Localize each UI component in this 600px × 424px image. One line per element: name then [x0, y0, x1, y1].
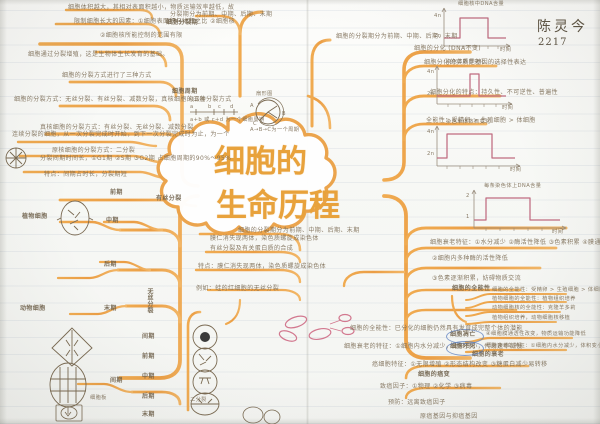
graph-dna-title: 细胞核中DNA含量: [458, 1, 504, 7]
page-edge-top: [0, 0, 600, 5]
text-amitosis-example: 例如：蛙的红细胞的无丝分裂: [196, 285, 280, 292]
segment-label-c: c: [218, 104, 222, 110]
graph-per-chromosome-ytick-2: 2: [466, 193, 470, 199]
label-interphase-col: 间期: [142, 333, 155, 340]
text-division-modes: 细胞的分裂方式：无丝分裂、有丝分裂、减数分裂，真核细胞的三种分裂方式: [14, 96, 232, 103]
segment-diagram-label: 线段图: [189, 97, 206, 103]
graph-dna-ytick-2n: 2n: [434, 33, 442, 39]
label-amitosis: 无丝分裂: [146, 288, 153, 314]
graph-chromatid-ytick-4n: 4n: [427, 129, 435, 135]
text-cancer-features: 癌细胞特征：①无限增殖 ②形态结构改变 ③糖蛋白减少易转移: [372, 361, 548, 368]
pie-diagram-label: 扇形图: [256, 91, 273, 97]
label-cell-cycle: 细胞周期: [172, 88, 198, 95]
text-cannot-grow-2: 限制细胞长大的因素：①细胞表面积与体积之比 ②细胞核: [74, 18, 236, 25]
pie-label-b: B: [282, 111, 286, 117]
highlight-necrosis: [446, 341, 484, 356]
text-division-phases: 细胞的分裂期分为前期、中期、后期、末期: [238, 227, 360, 234]
text-aging-features: 细胞衰老特征：①水分减少 ②酶活性降低 ③色素积累 ④膜通透性改变: [430, 239, 600, 246]
text-cancer-genes: 原癌基因与抑癌基因: [420, 413, 478, 420]
graph-chromatid-title: 染色单体数目变化: [446, 119, 491, 125]
label-telophase-col: 末期: [142, 411, 155, 418]
pie-label-a: A: [250, 103, 254, 109]
text-toti-3: 动物细胞核的全能性：克隆羊多莉: [492, 305, 576, 311]
graph-chromatid-xlabel: 时间: [510, 167, 522, 173]
text-division-period-note: 分裂期分为前期、中期、后期、末期: [170, 11, 273, 18]
label-mitosis: 有丝分裂: [156, 195, 182, 202]
segment-label-d: d: [230, 104, 234, 110]
author-number: 2217: [538, 37, 568, 48]
text-cell-cycle-def: 连续分裂的细胞，从一次分裂完成时开始，到下一次分裂完成时为止，为一个: [12, 131, 230, 138]
text-prokaryote-division: 原核细胞的分裂方式：二分裂: [52, 147, 136, 154]
text-toti-1: 细胞的全能性：受精卵 > 生殖细胞 > 体细胞: [492, 287, 600, 293]
text-division-modes-intro: 细胞的分裂方式进行了三种方式: [62, 72, 152, 79]
label-division-period: 细胞分裂期: [166, 19, 199, 26]
graph-chromatid-ytick-2n: 2n: [427, 151, 435, 157]
text-differentiation-essence: 细胞分化的实质是基因的选择性表达: [424, 59, 527, 66]
label-aging: 细胞的衰老: [472, 351, 505, 358]
graph-dna-xlabel: 时间: [500, 47, 512, 53]
text-aging-detail-1: ②细胞内多种酶的活性降低: [432, 255, 509, 262]
label-prophase-left: 前期: [110, 189, 123, 196]
text-proliferation: 细胞通过分裂增殖，这是生物体生长发育的基础。: [28, 51, 169, 58]
graph-per-chromosome-title: 每条染色体上DNA含量: [484, 183, 542, 189]
text-cancer-causes: 致癌因子：①物理 ②化学 ③病毒: [380, 383, 473, 390]
segment-label-a: a: [190, 104, 194, 110]
label-cell-plate: 细胞板: [90, 395, 107, 401]
label-anaphase-col: 后期: [142, 393, 155, 400]
text-prophase-note: 特点：膜仁消失现两体，染色质螺旋成染色体: [198, 263, 327, 270]
graph-per-chromosome-xlabel: 时间: [552, 229, 564, 235]
label-anaphase-left: 后期: [104, 261, 117, 268]
graph-dna-ytick-4n: 4n: [434, 13, 442, 19]
page-edge-right: [593, 0, 600, 424]
page-title: 细胞的 生命历程: [196, 128, 386, 238]
text-toti-4: 植物组织培养，动物细胞核移植: [492, 315, 571, 321]
text-interphase-note: 有丝分裂及有关蛋白质的合成: [210, 245, 294, 252]
label-interphase-left: 间期: [110, 377, 123, 384]
segment-diagram-caption: a+b 或 c+d 为一个细胞周期: [190, 117, 265, 123]
page-edge-bottom: [0, 418, 600, 424]
text-interphase-long: 分裂间期时间长，①G1期 ②S期 ③G2期 占细胞周期的90%～95%: [40, 155, 232, 162]
text-necrosis-desc: 细胞衰老的特征：①细胞内水分减少，体积变小，代谢速率减慢: [486, 343, 600, 349]
graph-chromosome-ytick-2n: 2n: [427, 91, 435, 97]
text-mid-right-1: 膜仁消失现两体，染色质螺旋成染色体: [210, 235, 319, 242]
label-telophase-left: 末期: [104, 305, 117, 312]
label-animal-cell: 动物细胞: [20, 305, 46, 312]
text-bottom-misc: 二分裂: [190, 397, 207, 403]
title-char-2: 生命历程: [216, 188, 340, 224]
label-prophase-col: 前期: [142, 353, 155, 360]
label-metaphase-col: 中期: [142, 373, 155, 380]
title-char-1: 细胞的: [214, 144, 307, 180]
text-cannot-grow-3: ②细胞核所能控制的范围有限: [100, 32, 183, 39]
text-differentiation-features: 细胞分化的特点：持久性、不可逆性、普遍性: [430, 89, 559, 96]
text-eukaryote-division: 真核细胞的分裂方式：有丝分裂、无丝分裂、减数分裂: [40, 124, 194, 131]
text-apoptosis-desc: ④细胞膜通透性改变，物质运输功能降低: [486, 331, 587, 337]
pie-diagram-caption: A→B→C为一个周期: [250, 127, 300, 133]
graph-per-chromosome-ytick-1: 1: [466, 214, 470, 220]
label-metaphase-left: 中期: [106, 217, 119, 224]
page-edge-left: [0, 0, 7, 424]
text-right-misc-1: 细胞的全能性：已分化的细胞仍然具有发育成完整个体的潜能: [350, 325, 523, 332]
pie-label-c: C: [253, 121, 258, 127]
text-toti-2: 植物细胞的全能性：植物组织培养: [492, 296, 576, 302]
text-aging-detail-2: ③色素逐渐积累，妨碍物质交流: [432, 275, 521, 282]
label-totipotency: 细胞的全能性: [452, 285, 491, 292]
text-right-misc-2: 细胞衰老的特征：①细胞内水分减少，体积变小，代谢速率减慢: [344, 343, 523, 350]
text-differentiation-title: 细胞的分化 (DNA不变): [414, 45, 482, 52]
label-plant-cell: 植物细胞: [22, 213, 48, 220]
text-mitosis-period-note: 细胞的分裂期分为前期、中期、后期、末期: [336, 33, 458, 40]
author-signature: 陈灵今: [537, 19, 588, 35]
graph-chromosome-title: 染色体数目变化: [446, 59, 486, 65]
text-totipotency-order: 全能性：受精卵 > 生殖细胞 > 体细胞: [426, 117, 536, 124]
text-cancer-prevent: 预防：远离致癌因子: [388, 399, 446, 406]
text-cannot-grow-1: 细胞体积越大，其相对表面积越小，物质运输效率越低，故: [68, 4, 235, 11]
segment-label-b: b: [208, 104, 212, 110]
graph-chromosome-xlabel: 时间: [502, 105, 514, 111]
text-cell-cycle-feature: 特点：间期占时长，分裂期短: [44, 171, 128, 178]
label-canceration: 细胞的癌变: [418, 371, 451, 378]
graph-chromosome-ytick-4n: 4n: [427, 69, 435, 75]
